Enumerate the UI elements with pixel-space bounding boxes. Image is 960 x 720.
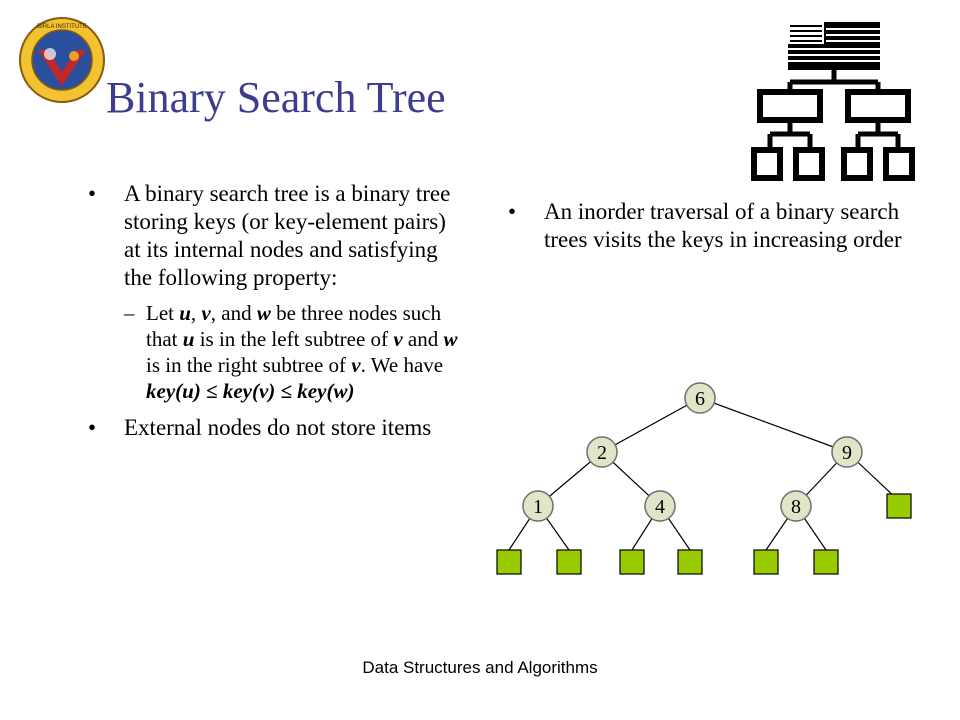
sub-bullet-property: – Let u, v, and w be three nodes such th… [88,300,468,404]
left-column: • A binary search tree is a binary tree … [88,180,468,450]
var-v: v [351,353,361,377]
bst-diagram: 6 2 9 1 4 8 [490,380,930,580]
key-formula: key(u) ≤ key(v) ≤ key(w) [146,379,355,403]
bullet-external-text: External nodes do not store items [124,415,432,440]
bullet-marker: • [508,199,517,224]
bullet-external-nodes: • External nodes do not store items [88,414,468,442]
edge [699,397,848,453]
bullet-inorder-text: An inorder traversal of a binary search … [544,199,902,252]
university-logo: BIRLA INSTITUTE [14,16,110,104]
edge [601,397,701,453]
right-column: • An inorder traversal of a binary searc… [508,198,908,262]
bullet-marker: • [88,181,97,206]
var-v: v [201,301,211,325]
property-text: , and [210,301,257,325]
dash-marker: – [124,301,135,325]
page-title: Binary Search Tree [106,73,446,122]
property-text: be three nodes such that [146,301,442,351]
var-u: u [182,327,195,351]
footer-text: Data Structures and Algorithms [362,658,598,677]
node-label: 6 [695,388,705,410]
property-text: . We have [360,353,444,377]
internal-nodes: 6 2 9 1 4 8 [522,382,863,522]
node-9: 9 [831,436,863,468]
svg-text:BIRLA INSTITUTE: BIRLA INSTITUTE [37,24,87,30]
node-6: 6 [684,382,716,414]
property-text: and [402,327,444,351]
leaf-node [886,493,912,519]
bullet-inorder: • An inorder traversal of a binary searc… [508,198,908,254]
leaf-node [677,549,703,575]
node-label: 8 [791,496,801,518]
node-2: 2 [586,436,618,468]
node-8: 8 [780,490,812,522]
hierarchy-icon [750,20,918,186]
bullet-definition: • A binary search tree is a binary tree … [88,180,468,292]
property-text: is in the right subtree of [146,353,352,377]
node-label: 2 [597,442,607,464]
var-u: u [179,301,191,325]
node-label: 9 [842,442,852,464]
node-label: 4 [655,496,665,518]
leaf-node [619,549,645,575]
leaf-node [556,549,582,575]
leaf-node [496,549,522,575]
bullet-marker: • [88,415,97,440]
property-text: , [190,301,202,325]
leaf-node [753,549,779,575]
node-label: 1 [533,496,543,518]
var-w: w [256,301,271,325]
property-text: Let [146,301,180,325]
var-v: v [393,327,403,351]
leaf-node [813,549,839,575]
node-1: 1 [522,490,554,522]
var-w: w [443,327,458,351]
property-text: is in the left subtree of [194,327,394,351]
bullet-definition-text: A binary search tree is a binary tree st… [124,181,451,290]
node-4: 4 [644,490,676,522]
